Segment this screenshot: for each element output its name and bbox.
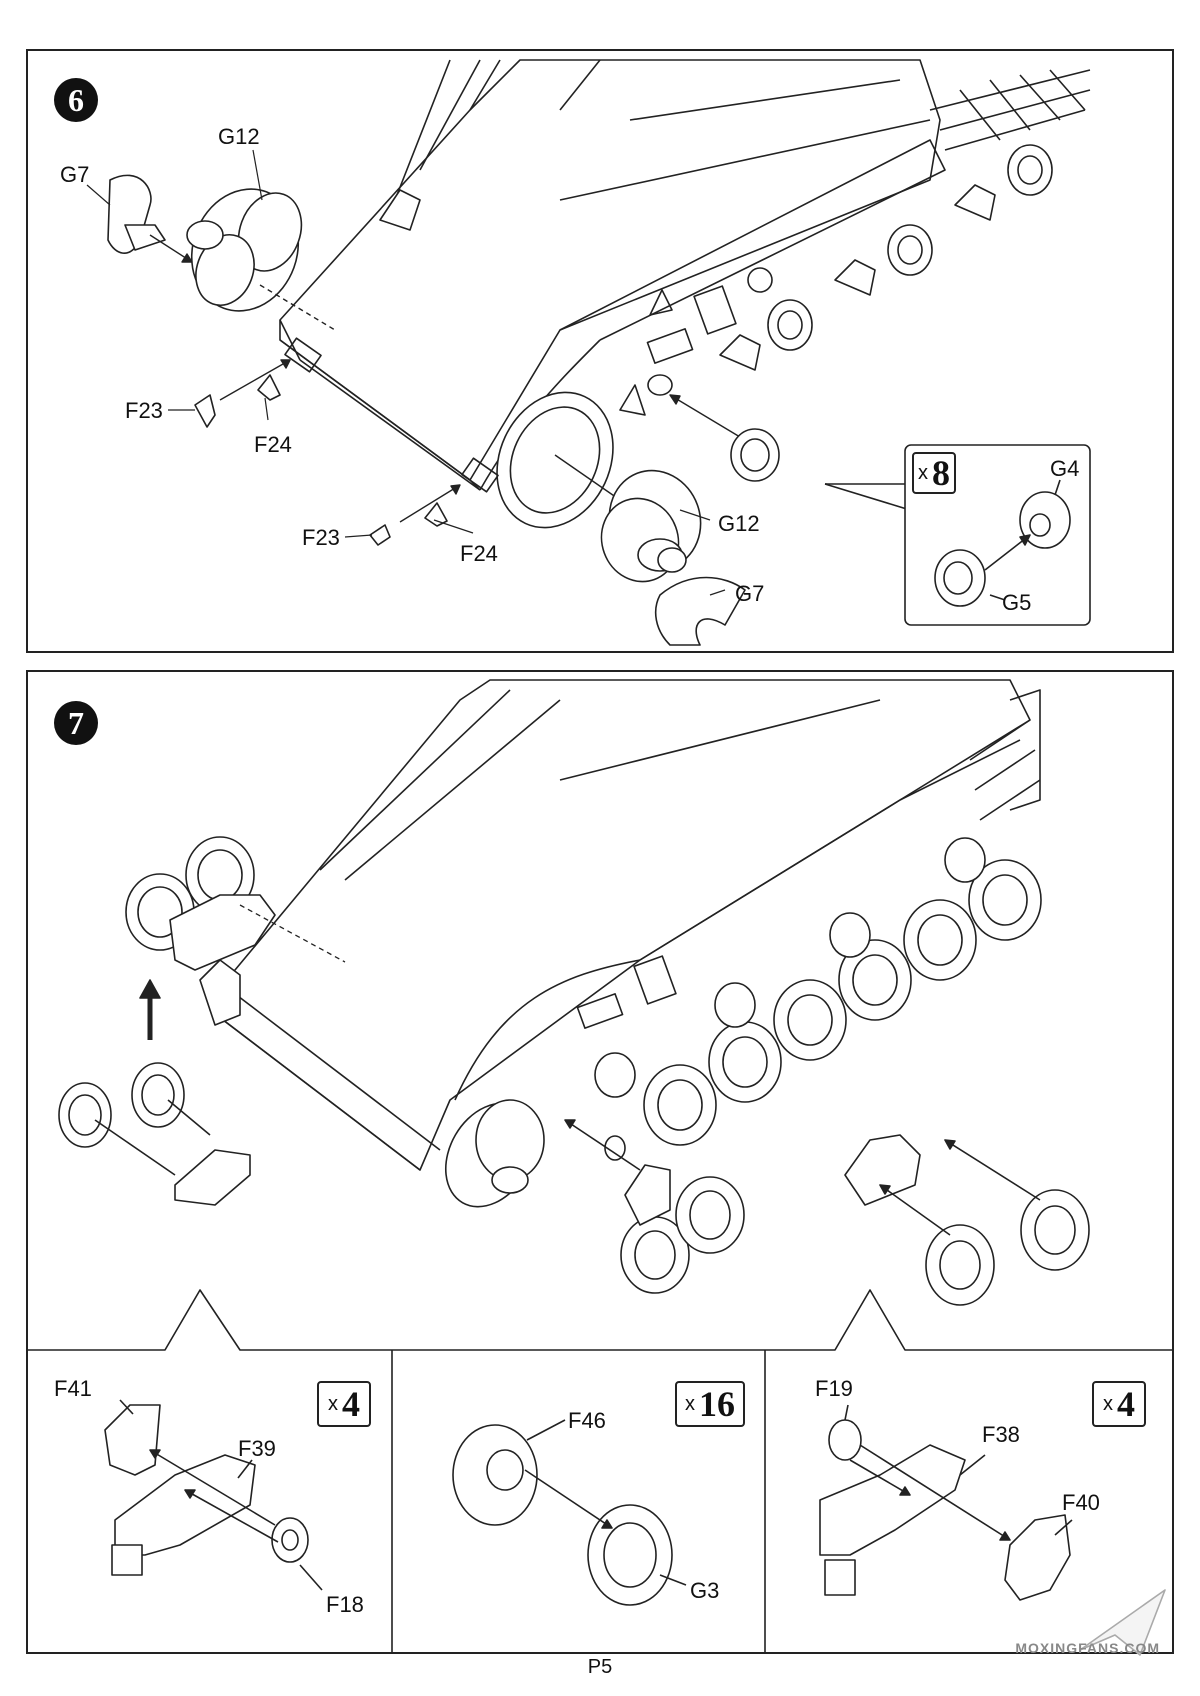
hull-road-wheels: [767, 144, 1053, 351]
label-g7-top: G7: [60, 162, 90, 187]
label-g5: G5: [1002, 590, 1032, 615]
label-g3: G3: [690, 1578, 720, 1603]
label-g7-bottom: G7: [735, 581, 765, 606]
mounted-road-wheels: [594, 837, 1042, 1161]
bogie-exploded-right: [844, 1134, 1090, 1306]
f24-a-part: [257, 374, 281, 401]
f23-a-part: [194, 394, 216, 428]
label-f24-b: F24: [460, 541, 498, 566]
step7-number: 7: [54, 701, 98, 745]
label-f24-a: F24: [254, 432, 292, 457]
step6-arrows: [149, 234, 746, 523]
label-f38: F38: [982, 1422, 1020, 1447]
f24-b-part: [424, 502, 448, 527]
label-f40: F40: [1062, 1490, 1100, 1515]
bogie-top-left: [125, 836, 276, 971]
watermark-text: MOXINGFANS.COM: [1015, 1640, 1160, 1656]
label-f46: F46: [568, 1408, 606, 1433]
inset-wheels: [934, 491, 1071, 607]
sub-right-parts: [819, 1419, 1071, 1601]
f23-b-part: [369, 524, 391, 546]
label-f23-a: F23: [125, 398, 163, 423]
g12-top-part: [186, 188, 303, 312]
sub-mid-parts: [452, 1424, 673, 1606]
label-f39: F39: [238, 1436, 276, 1461]
sub-left-parts: [104, 1404, 309, 1576]
inset-pointer: [825, 450, 910, 520]
label-f41: F41: [54, 1376, 92, 1401]
bogie-exploded-mid: [620, 1164, 745, 1294]
label-f18: F18: [326, 1592, 364, 1617]
page-number: P5: [587, 1656, 613, 1678]
bogie-exploded-left: [58, 1062, 251, 1206]
g7-bottom-part: [654, 576, 746, 646]
bogie-brackets: [619, 184, 996, 416]
label-f23-b: F23: [302, 525, 340, 550]
watermark-plane-icon: [1079, 1589, 1166, 1656]
step6-hull-drawing: [86, 59, 1091, 646]
label-g4: G4: [1050, 456, 1080, 481]
label-g12-top: G12: [218, 124, 260, 149]
label-f19: F19: [815, 1376, 853, 1401]
step6-number: 6: [54, 78, 98, 122]
up-arrow: [139, 979, 161, 999]
label-g12-bottom: G12: [718, 511, 760, 536]
g12-bottom-part: [600, 469, 702, 583]
